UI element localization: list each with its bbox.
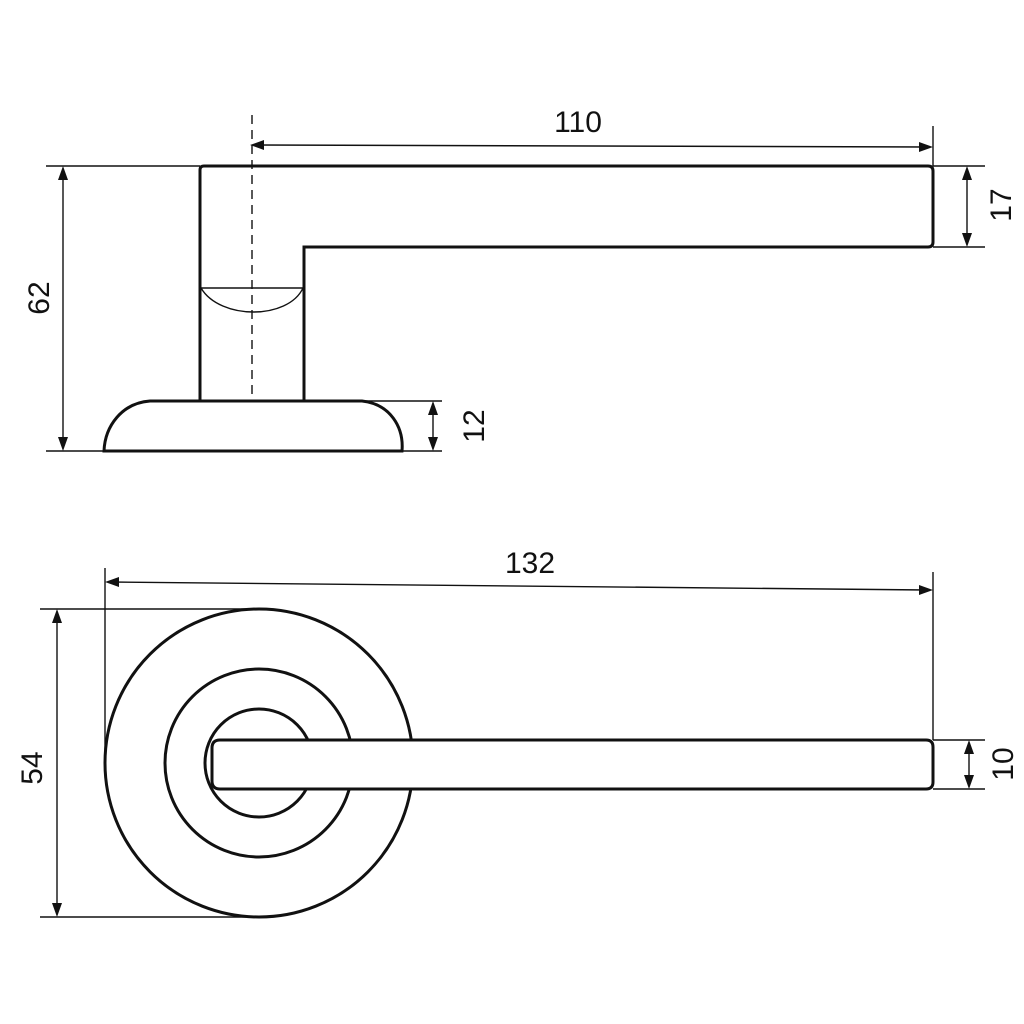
top-view: 132 54 10 — [16, 547, 1020, 919]
dim-110: 110 — [250, 106, 934, 166]
dim-12-label: 12 — [458, 409, 491, 442]
side-view: 110 62 17 12 — [23, 106, 1018, 453]
dim-17-label: 17 — [985, 188, 1018, 221]
dim-62-label: 62 — [23, 281, 56, 314]
dim-132-label: 132 — [505, 547, 555, 580]
dim-110-label: 110 — [554, 106, 602, 139]
side-lever-outline — [198, 164, 935, 400]
dim-54-label: 54 — [16, 751, 49, 784]
dim-12: 12 — [362, 400, 491, 452]
side-neck-crescent — [199, 287, 305, 313]
side-rose-outline — [102, 399, 404, 453]
dim-132: 132 — [104, 547, 934, 763]
dim-10: 10 — [933, 739, 1020, 790]
dim-17: 17 — [933, 165, 1018, 248]
top-lever-outline — [210, 738, 935, 791]
dim-10-label: 10 — [987, 747, 1020, 780]
dim-62: 62 — [23, 165, 200, 452]
dim-54: 54 — [16, 608, 259, 918]
